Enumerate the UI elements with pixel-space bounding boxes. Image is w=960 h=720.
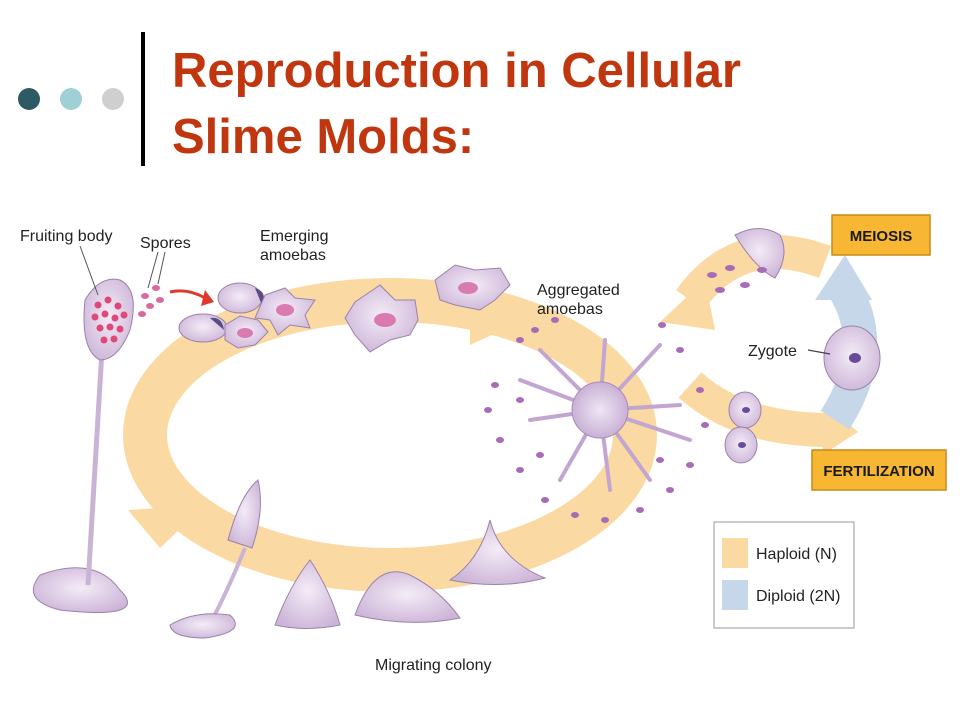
spores xyxy=(138,285,164,317)
label-zygote: Zygote xyxy=(748,343,797,360)
dot-light-blue xyxy=(60,88,82,110)
legend-haploid: Haploid (N) xyxy=(756,546,837,563)
legend: Haploid (N) Diploid (2N) xyxy=(713,521,855,629)
fertilization-box: FERTILIZATION xyxy=(811,449,947,491)
slime-mold-life-cycle-diagram: Fruiting body Spores Emerging amoebas Ag… xyxy=(20,214,947,674)
legend-diploid: Diploid (2N) xyxy=(756,588,840,605)
legend-swatch-diploid xyxy=(722,580,748,610)
fusing-cells xyxy=(724,391,762,464)
label-aggregated-line1: Aggregated xyxy=(537,282,620,299)
fruiting-body xyxy=(32,278,134,613)
slide-title: Reproduction in Cellular Slime Molds: xyxy=(172,38,741,170)
dot-dark xyxy=(18,88,40,110)
meiosis-cells xyxy=(707,228,785,293)
amoebas xyxy=(344,264,511,353)
emerging-amoebas xyxy=(178,282,316,349)
title-line-1: Reproduction in Cellular xyxy=(172,44,741,98)
label-fruiting-body: Fruiting body xyxy=(20,228,113,245)
label-aggregated-line2: amoebas xyxy=(537,301,603,318)
aggregation-center xyxy=(484,317,709,523)
meiosis-box: MEIOSIS xyxy=(831,214,931,256)
spore-arrow xyxy=(169,289,206,300)
meiosis-label: MEIOSIS xyxy=(850,228,913,245)
migrating-colony xyxy=(169,479,547,639)
zygote-cell xyxy=(807,325,881,391)
fertilization-label: FERTILIZATION xyxy=(823,463,934,480)
label-migrating-colony: Migrating colony xyxy=(375,657,492,674)
label-spores: Spores xyxy=(140,235,191,252)
title-divider xyxy=(141,32,145,166)
dot-grey xyxy=(102,88,124,110)
label-pointers xyxy=(79,245,166,296)
label-emerging-line2: amoebas xyxy=(260,247,326,264)
legend-swatch-haploid xyxy=(722,538,748,568)
label-emerging-line1: Emerging xyxy=(260,228,328,245)
decorative-dots xyxy=(18,88,128,112)
spore-arrowhead xyxy=(201,290,214,306)
title-line-2: Slime Molds: xyxy=(172,110,475,164)
